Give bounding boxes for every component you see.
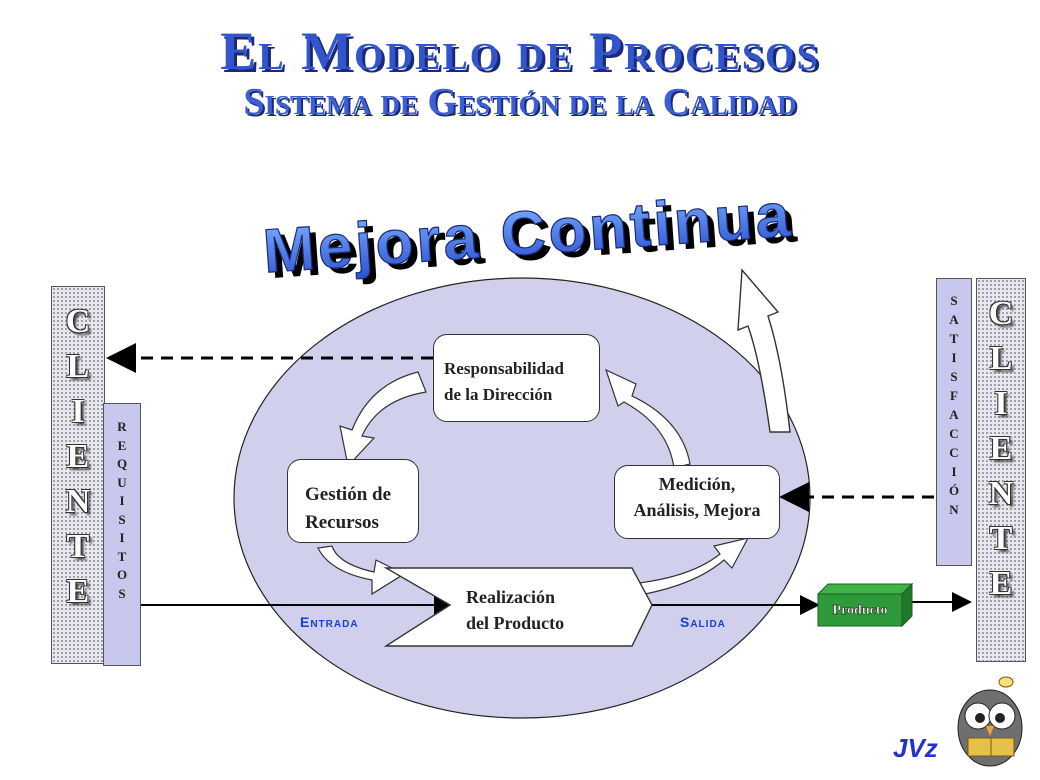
requisitos-letter: T xyxy=(117,548,127,564)
producto-box-top xyxy=(816,583,914,595)
medicion-line-1: Medición, xyxy=(658,474,736,494)
cycle-arrow-top-left xyxy=(339,371,427,468)
author-signature: JVz xyxy=(893,733,938,763)
cliente-right-letter: T xyxy=(989,520,1013,557)
gestion-box: Gestión de Recursos xyxy=(287,459,419,543)
cycle-arrow-top-right xyxy=(604,368,691,469)
satisfaccion-letter: I xyxy=(951,350,957,365)
sub-title: Sistema de Gestión de la Calidad xyxy=(243,81,797,123)
requisitos-letter: Q xyxy=(116,456,128,471)
main-title: El Modelo de Procesos xyxy=(220,21,820,81)
realizacion-line-2: del Producto xyxy=(466,613,564,633)
cliente-left-letters: C L I E N T E xyxy=(52,299,104,614)
cliente-right-letter: N xyxy=(988,475,1014,512)
satisfaccion-letter: I xyxy=(951,464,957,479)
cliente-left-letter: N xyxy=(65,483,91,520)
cliente-left-letter: E xyxy=(66,438,90,475)
cliente-right-bar: C L I E N T E xyxy=(976,278,1026,662)
responsabilidad-line-1: Responsabilidad xyxy=(444,359,564,378)
medicion-box: Medición, Análisis, Mejora xyxy=(614,465,780,539)
cliente-right-letter: C xyxy=(988,295,1014,332)
requisitos-letter: S xyxy=(118,585,126,601)
gestion-line-1: Gestión de xyxy=(305,484,392,505)
satisfaccion-letter: F xyxy=(950,388,958,403)
responsabilidad-line-2: de la Dirección xyxy=(444,385,553,404)
gestion-line-2: Recursos xyxy=(305,512,379,533)
satisfaccion-bar: S A T I S F A C C I Ó N xyxy=(936,278,972,566)
satisfaccion-letter: S xyxy=(950,369,958,384)
cliente-left-letter: E xyxy=(66,573,90,610)
producto-box-front xyxy=(817,593,903,627)
cliente-left-letter: L xyxy=(66,348,90,385)
satisfaccion-letter: T xyxy=(949,331,959,346)
satisfaccion-letter: A xyxy=(949,407,959,422)
cliente-right-letter: E xyxy=(989,430,1013,467)
cycle-arrow-bottom-right xyxy=(629,537,750,597)
cliente-left-letter: T xyxy=(66,528,90,565)
satisfaccion-letter: C xyxy=(949,426,959,441)
satisfaccion-letter: C xyxy=(949,445,959,460)
cliente-right-letter: I xyxy=(994,385,1008,422)
mejora-up-arrow xyxy=(737,268,791,433)
requisitos-letter: U xyxy=(117,474,127,490)
realizacion-shape xyxy=(383,567,653,647)
satisfaccion-letters: S A T I S F A C C I Ó N xyxy=(937,291,971,519)
medicion-line-2: Análisis, Mejora xyxy=(633,500,761,520)
cliente-left-letter: I xyxy=(71,393,85,430)
satisfaccion-letter: Ó xyxy=(948,483,960,498)
requisitos-letter: S xyxy=(118,511,126,527)
cliente-right-letter: L xyxy=(989,340,1013,377)
requisitos-bar: R E Q U I S I T O S xyxy=(103,403,141,666)
requisitos-letter: E xyxy=(117,437,127,453)
responsabilidad-box: Responsabilidad de la Dirección xyxy=(433,334,600,422)
satisfaccion-letter: S xyxy=(950,293,958,308)
requisitos-letters: R E Q U I S I T O S xyxy=(104,418,140,603)
owl-mascot xyxy=(957,676,1023,767)
cliente-right-letters: C L I E N T E xyxy=(977,291,1025,606)
entrada-label: Entrada xyxy=(300,614,359,630)
requisitos-letter: R xyxy=(117,419,127,434)
cliente-left-letter: C xyxy=(65,303,91,340)
cliente-right-letter: E xyxy=(989,565,1013,602)
salida-label: Salida xyxy=(680,614,726,630)
cliente-left-bar: C L I E N T E xyxy=(51,286,105,664)
requisitos-letter: I xyxy=(119,530,125,545)
satisfaccion-letter: A xyxy=(949,312,959,327)
realizacion-line-1: Realización xyxy=(466,587,555,607)
requisitos-letter: I xyxy=(119,493,125,508)
producto-label: Producto xyxy=(833,603,888,618)
satisfaccion-letter: N xyxy=(949,502,959,517)
requisitos-letter: O xyxy=(116,567,128,582)
